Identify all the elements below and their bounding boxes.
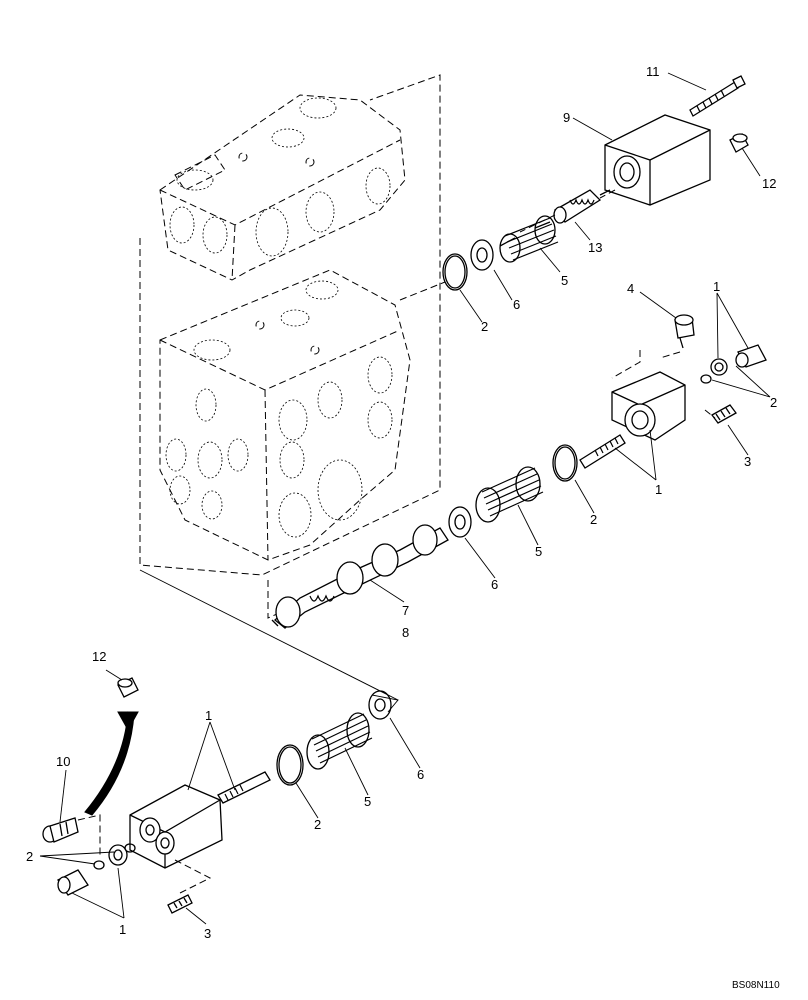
bolt-11 bbox=[689, 75, 746, 117]
callout-6-upper: 6 bbox=[513, 297, 520, 312]
poppet-13 bbox=[553, 189, 611, 224]
oring-small-2-right bbox=[700, 374, 712, 384]
right-assembly-axis bbox=[611, 350, 716, 419]
screw-3-right bbox=[711, 404, 737, 424]
callout-5-mid: 5 bbox=[535, 544, 542, 559]
callout-2-upper: 2 bbox=[481, 319, 488, 334]
callout-1-lower-left: 1 bbox=[119, 922, 126, 937]
callout-5-upper: 5 bbox=[561, 273, 568, 288]
washer-6-upper bbox=[470, 239, 494, 271]
callout-1-right-bottom: 1 bbox=[655, 482, 662, 497]
curved-arrow bbox=[84, 711, 139, 816]
spring-5-mid bbox=[475, 466, 544, 523]
oring-2-lower bbox=[276, 744, 304, 786]
piston-rod-1-lower bbox=[217, 771, 271, 804]
lower-assembly-axis bbox=[77, 814, 212, 894]
callout-7: 7 bbox=[402, 603, 409, 618]
washer-6-mid bbox=[448, 506, 472, 538]
section-connector bbox=[139, 569, 399, 701]
fitting-10 bbox=[42, 817, 79, 843]
callout-12-upper: 12 bbox=[762, 176, 776, 191]
callout-2-lower-left: 2 bbox=[26, 849, 33, 864]
oring-small-2-lower bbox=[93, 843, 136, 870]
nut-and-cap-1-right bbox=[710, 344, 767, 376]
callout-5-lower: 5 bbox=[364, 794, 371, 809]
leader-lines bbox=[39, 72, 771, 925]
callout-11: 11 bbox=[646, 64, 660, 79]
spring-5-lower bbox=[306, 712, 373, 770]
callout-1-lower-top: 1 bbox=[205, 708, 212, 723]
screw-3-lower bbox=[167, 894, 193, 914]
callout-1-right-top: 1 bbox=[713, 279, 720, 294]
oring-2-mid bbox=[552, 444, 578, 482]
nut-and-cap-1-lower bbox=[57, 844, 128, 896]
end-cap-left bbox=[129, 784, 223, 869]
plug-12-upper bbox=[729, 133, 749, 153]
callout-10: 10 bbox=[56, 754, 70, 769]
callout-labels: 11 9 12 13 5 6 2 4 1 2 3 1 2 5 6 7 8 12 … bbox=[26, 64, 780, 991]
callout-4: 4 bbox=[627, 281, 634, 296]
spool-7-8 bbox=[271, 524, 449, 629]
upper-valve-section bbox=[159, 94, 406, 281]
callout-3-right: 3 bbox=[744, 454, 751, 469]
callout-6-mid: 6 bbox=[491, 577, 498, 592]
spool-bore-outline bbox=[267, 539, 441, 619]
spring-5-upper bbox=[499, 215, 559, 263]
callout-2-mid: 2 bbox=[590, 512, 597, 527]
middle-valve-section bbox=[159, 269, 411, 561]
solenoid-block-assembly bbox=[604, 114, 711, 206]
callout-13: 13 bbox=[588, 240, 602, 255]
section-connector-2 bbox=[371, 694, 399, 713]
piston-rod-1 bbox=[579, 434, 626, 469]
callout-8: 8 bbox=[402, 625, 409, 640]
callout-3-lower: 3 bbox=[204, 926, 211, 941]
figure-code: BS08N110 bbox=[732, 980, 780, 991]
callout-2-lower: 2 bbox=[314, 817, 321, 832]
callout-2-right: 2 bbox=[770, 395, 777, 410]
callout-9: 9 bbox=[563, 110, 570, 125]
fitting-4 bbox=[674, 314, 695, 349]
section-boundary bbox=[139, 74, 441, 576]
callout-6-lower: 6 bbox=[417, 767, 424, 782]
plug-12-lower bbox=[117, 677, 139, 698]
upper-assembly-axis bbox=[399, 189, 616, 301]
callout-12-lower: 12 bbox=[92, 649, 106, 664]
end-cap-right bbox=[611, 371, 686, 441]
oring-2-upper bbox=[442, 253, 468, 291]
